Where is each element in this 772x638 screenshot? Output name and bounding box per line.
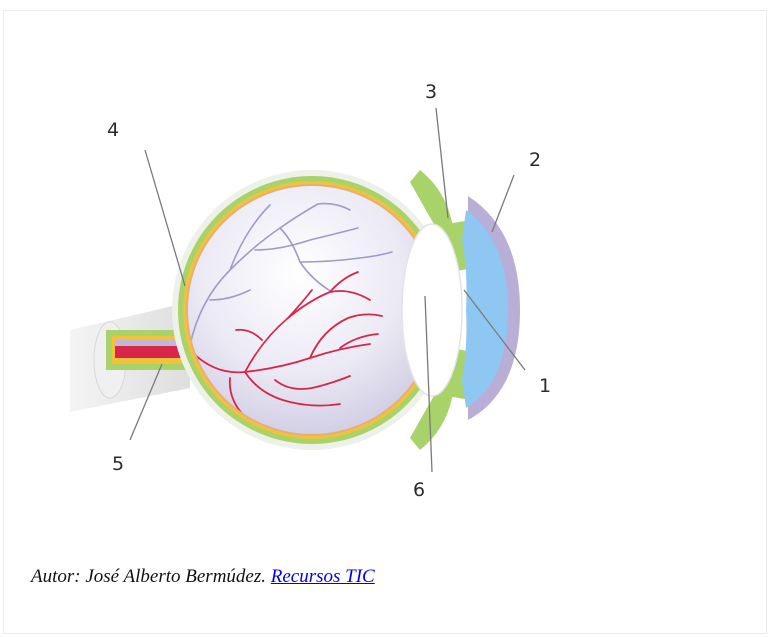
leader-line-2 <box>492 175 514 232</box>
lens <box>402 224 462 396</box>
label-6: 6 <box>413 479 425 501</box>
label-2: 2 <box>529 149 541 171</box>
author-credit: Autor: José Alberto Bermúdez. Recursos T… <box>31 566 375 588</box>
credit-text: Autor: José Alberto Bermúdez. <box>31 566 266 587</box>
leader-line-4 <box>145 150 185 286</box>
vitreous-body <box>188 186 436 434</box>
label-5: 5 <box>112 453 124 475</box>
label-1: 1 <box>539 375 551 397</box>
label-3: 3 <box>425 81 437 103</box>
label-4: 4 <box>107 119 119 141</box>
recursos-tic-link[interactable]: Recursos TIC <box>271 566 375 587</box>
